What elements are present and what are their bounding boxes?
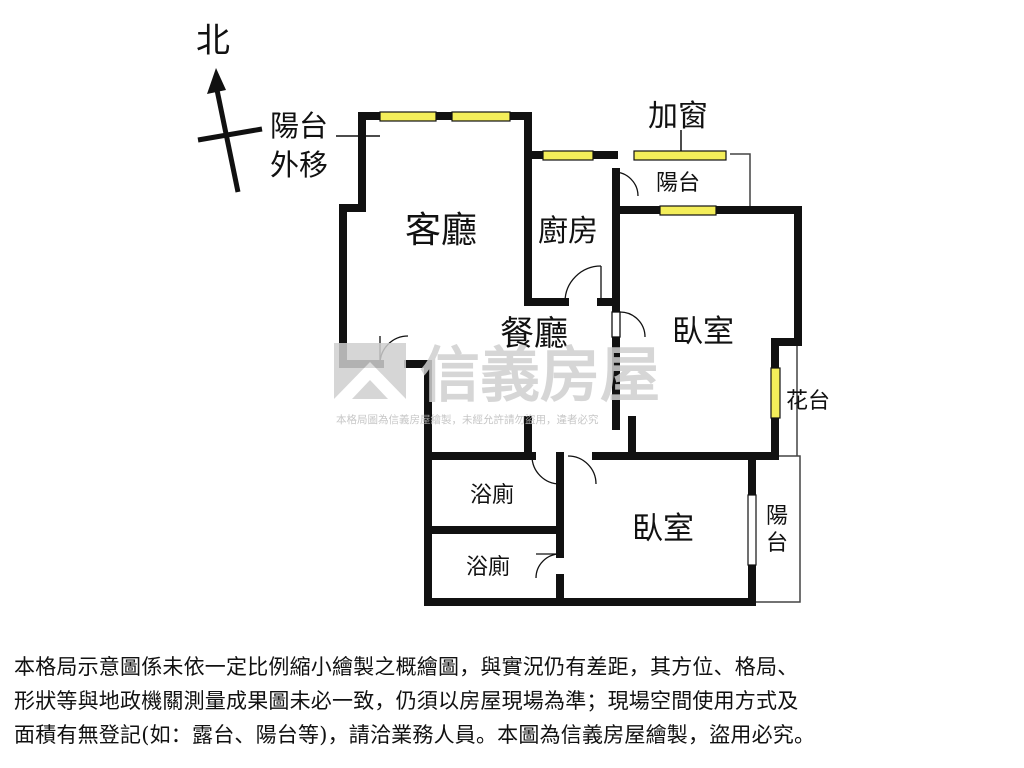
- room-labels: 客廳 廚房 陽台 餐廳 臥室 花台 浴廁 浴廁 臥室 陽 台: [405, 171, 830, 580]
- thin-outlines: [730, 153, 801, 603]
- disclaimer-line-2: 形狀等與地政機關測量成果圖未必一致，仍須以房屋現場為準；現場空間使用方式及: [14, 689, 799, 713]
- room-bathroom-2: 浴廁: [466, 555, 510, 580]
- room-balcony-right-1: 陽: [766, 504, 788, 529]
- annotation-balcony-moved-2: 外移: [270, 148, 328, 182]
- room-kitchen: 廚房: [538, 214, 598, 249]
- watermark: 信義房屋 本格局圖為信義房屋繪製，未經允許請勿盜用，違者必究: [334, 341, 660, 426]
- room-bathroom-1: 浴廁: [470, 483, 514, 508]
- compass-north-label: 北: [196, 21, 230, 61]
- watermark-logo-icon: [334, 343, 406, 399]
- room-balcony-right-2: 台: [766, 531, 788, 556]
- annotation-added-window: 加窗: [648, 99, 708, 134]
- disclaimer-line-3: 面積有無登記(如：露台、陽台等)，請洽業務人員。本圖為信義房屋繪製，盜用必究。: [14, 723, 816, 747]
- annotation-balcony-moved-1: 陽台: [270, 109, 328, 143]
- room-planter: 花台: [786, 389, 830, 414]
- watermark-notice: 本格局圖為信義房屋繪製，未經允許請勿盜用，違者必究: [336, 413, 599, 426]
- room-living: 客廳: [405, 210, 477, 251]
- room-dining: 餐廳: [500, 314, 568, 354]
- room-balcony-top: 陽台: [656, 171, 700, 196]
- watermark-brand: 信義房屋: [420, 341, 660, 411]
- room-bedroom-1: 臥室: [672, 314, 734, 350]
- compass: 北: [196, 21, 263, 193]
- windows: [379, 111, 781, 566]
- room-bedroom-2: 臥室: [632, 511, 694, 547]
- disclaimer-line-1: 本格局示意圖係未依一定比例縮小繪製之概繪圖，與實況仍有差距，其方位、格局、: [14, 655, 799, 679]
- doors: [379, 171, 646, 579]
- disclaimer: 本格局示意圖係未依一定比例縮小繪製之概繪圖，與實況仍有差距，其方位、格局、 形狀…: [14, 650, 1014, 752]
